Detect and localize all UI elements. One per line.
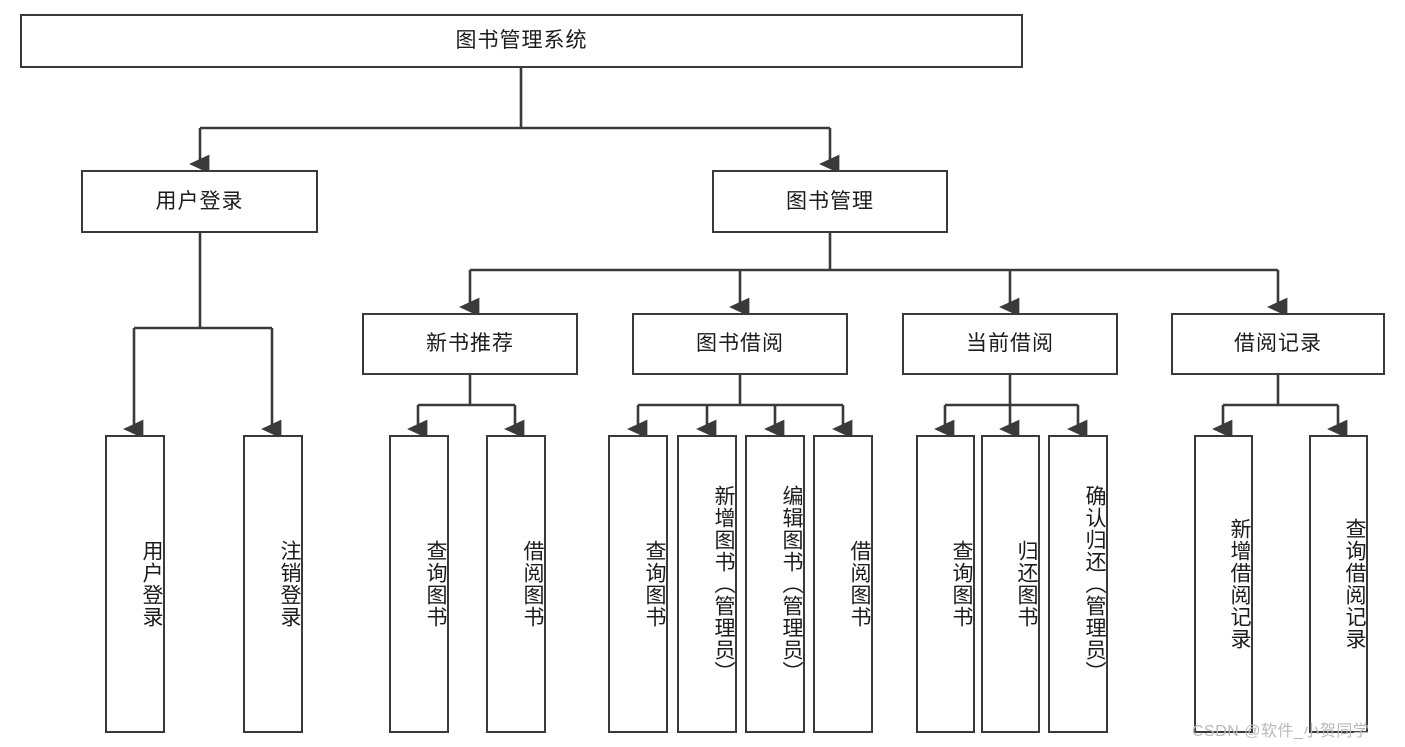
- node-book-borrowing[interactable]: 图书借阅: [632, 313, 848, 375]
- node-label: 用户登录: [155, 189, 244, 213]
- node-root-book-management-system[interactable]: 图书管理系统: [20, 14, 1023, 68]
- leaf-current-borrow-query-books[interactable]: 查询图书: [916, 435, 975, 733]
- leaf-book-borrow-add-book-admin[interactable]: 新增图书（管理员）: [677, 435, 737, 733]
- node-label: 图书管理: [786, 189, 874, 213]
- leaf-new-books-query-books[interactable]: 查询图书: [389, 435, 449, 733]
- node-label: 查询图书: [643, 540, 666, 628]
- node-label: 新增借阅记录: [1228, 518, 1251, 650]
- leaf-book-borrow-borrow-books[interactable]: 借阅图书: [813, 435, 873, 733]
- csdn-watermark: CSDN @软件_小贺同学: [1192, 723, 1370, 740]
- node-label: 新增图书（管理员）: [712, 485, 735, 683]
- node-label: 当前借阅: [966, 332, 1054, 356]
- node-label: 注销登录: [278, 540, 301, 628]
- leaf-user-login[interactable]: 用户登录: [105, 435, 165, 733]
- leaf-current-borrow-confirm-return-admin[interactable]: 确认归还（管理员）: [1048, 435, 1108, 733]
- leaf-new-books-borrow-books[interactable]: 借阅图书: [486, 435, 546, 733]
- node-label: 借阅记录: [1234, 332, 1322, 356]
- node-current-borrowing[interactable]: 当前借阅: [902, 313, 1118, 375]
- node-label: 查询图书: [424, 540, 447, 628]
- node-label: 查询借阅记录: [1343, 518, 1366, 650]
- node-label: 编辑图书（管理员）: [780, 485, 803, 683]
- node-label: 图书管理系统: [455, 29, 588, 53]
- node-label: 新书推荐: [426, 332, 514, 356]
- node-label: 借阅图书: [521, 540, 544, 628]
- node-label: 用户登录: [140, 540, 163, 628]
- leaf-current-borrow-return-books[interactable]: 归还图书: [981, 435, 1040, 733]
- leaf-book-borrow-edit-book-admin[interactable]: 编辑图书（管理员）: [745, 435, 805, 733]
- node-label: 查询图书: [950, 540, 973, 628]
- node-label: 借阅图书: [848, 540, 871, 628]
- node-new-book-recommendation[interactable]: 新书推荐: [362, 313, 578, 375]
- node-borrowing-records[interactable]: 借阅记录: [1171, 313, 1385, 375]
- node-book-management[interactable]: 图书管理: [712, 170, 948, 233]
- leaf-book-borrow-query-books[interactable]: 查询图书: [608, 435, 668, 733]
- leaf-query-borrow-record[interactable]: 查询借阅记录: [1309, 435, 1368, 733]
- node-label: 图书借阅: [696, 332, 784, 356]
- node-user-login[interactable]: 用户登录: [81, 170, 318, 233]
- leaf-add-borrow-record[interactable]: 新增借阅记录: [1194, 435, 1253, 733]
- node-label: 归还图书: [1015, 540, 1038, 628]
- node-label: 确认归还（管理员）: [1083, 485, 1106, 683]
- leaf-logout[interactable]: 注销登录: [243, 435, 303, 733]
